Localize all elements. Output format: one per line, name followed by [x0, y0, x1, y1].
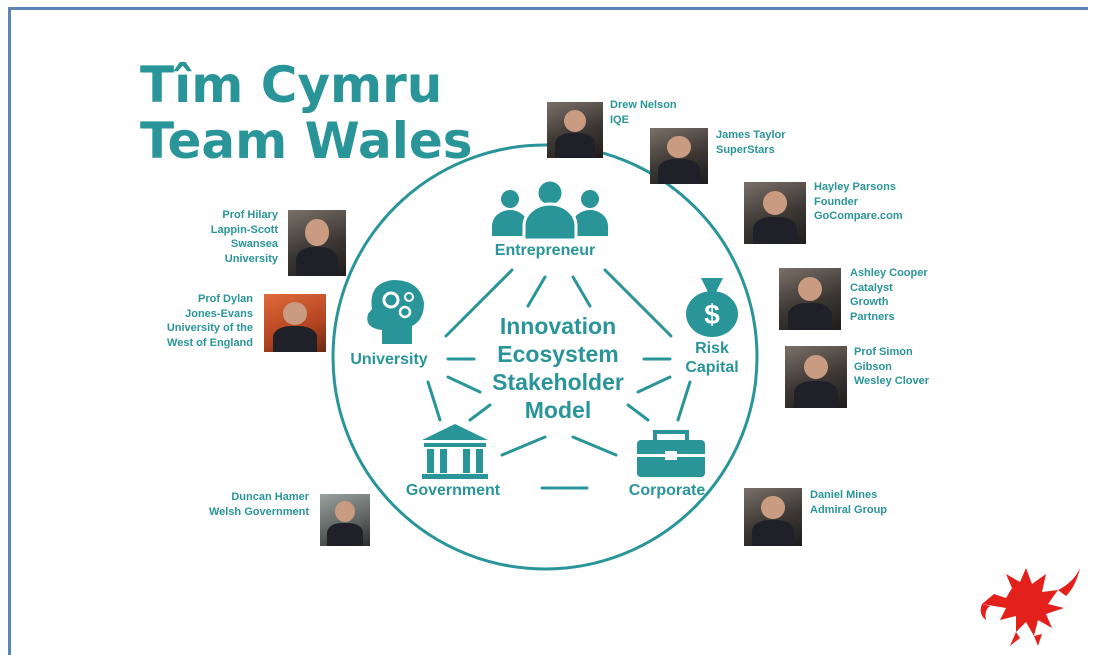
caption-ashley-cooper-line4: Partners: [850, 310, 895, 323]
title-line-welsh: Tîm Cymru: [140, 56, 443, 114]
node-label-risk-capital-line2: Capital: [685, 359, 738, 376]
head-gears-icon: [367, 280, 424, 344]
caption-ashley-cooper-line3: Growth: [850, 296, 889, 308]
center-label-line2: Ecosystem: [497, 341, 618, 367]
caption-daniel-mines-line2: Admiral Group: [810, 503, 888, 516]
photo-drew-nelson: [547, 102, 603, 158]
caption-ashley-cooper-line2: Catalyst: [850, 281, 893, 294]
node-label-corporate: Corporate: [629, 482, 706, 499]
connector-center-corporate: [626, 403, 650, 422]
caption-drew-nelson-line1: Drew Nelson: [610, 99, 677, 111]
ecosystem-circle: [331, 143, 759, 571]
caption-simon-gibson-line3: Wesley Clover: [854, 375, 930, 387]
caption-hilary-lappin-scott: Prof Hilary Lappin-Scott Swansea Univers…: [211, 208, 278, 266]
caption-duncan-hamer-line2: Welsh Government: [208, 505, 309, 518]
center-label-line3: Stakeholder: [492, 369, 624, 395]
node-label-entrepreneur: Entrepreneur: [495, 242, 595, 259]
connector-corporate-center: [571, 435, 618, 457]
node-label-government: Government: [406, 482, 501, 499]
caption-hilary-lappin-scott-line3: Swansea: [230, 238, 278, 250]
frame-border-top: [8, 7, 1088, 10]
caption-hayley-parsons-line1: Hayley Parsons: [814, 181, 896, 193]
welsh-dragon-icon: [980, 568, 1080, 646]
photo-hilary-lappin-scott: [288, 210, 346, 276]
connector-entrepreneur-risk-capital: [603, 268, 673, 338]
frame-border-left: [8, 7, 11, 655]
photo-james-taylor: [650, 128, 708, 184]
caption-james-taylor-line1: James Taylor: [716, 129, 786, 141]
caption-james-taylor: James Taylor SuperStars: [716, 128, 786, 157]
caption-drew-nelson: Drew Nelson IQE: [610, 98, 677, 127]
caption-duncan-hamer: Duncan Hamer Welsh Government: [209, 490, 309, 519]
caption-hilary-lappin-scott-line1: Prof Hilary: [222, 209, 278, 221]
caption-dylan-jones-evans-line3: University of the: [166, 322, 253, 334]
photo-simon-gibson: [785, 346, 847, 408]
caption-simon-gibson-line2: Gibson: [854, 360, 892, 373]
connector-entrepreneur-center-left: [526, 275, 547, 308]
people-group-icon: [492, 178, 608, 242]
photo-dylan-jones-evans: [264, 294, 326, 352]
caption-dylan-jones-evans-line2: Jones-Evans: [185, 307, 253, 320]
caption-dylan-jones-evans: Prof Dylan Jones-Evans University of the…: [167, 292, 253, 350]
caption-dylan-jones-evans-line1: Prof Dylan: [197, 293, 253, 305]
caption-hayley-parsons-line2: Founder: [814, 195, 858, 208]
connector-entrepreneur-university: [444, 268, 514, 338]
connector-university-government: [426, 380, 442, 422]
caption-daniel-mines-line1: Daniel Mines: [810, 489, 878, 501]
caption-hayley-parsons-line3: GoCompare.com: [814, 210, 903, 222]
caption-simon-gibson: Prof Simon Gibson Wesley Clover: [854, 345, 929, 389]
connector-university-corporate: [446, 375, 482, 394]
title-line-english: Team Wales: [140, 112, 473, 170]
photo-hayley-parsons: [744, 182, 806, 244]
photo-duncan-hamer: [320, 494, 370, 546]
photo-daniel-mines: [744, 488, 802, 546]
connector-government-center: [500, 435, 547, 457]
connector-risk-capital-corporate: [676, 380, 692, 422]
node-label-risk-capital-line1: Risk: [695, 340, 729, 357]
photo-ashley-cooper: [779, 268, 841, 330]
caption-ashley-cooper: Ashley Cooper Catalyst Growth Partners: [850, 266, 928, 324]
svg-text:$: $: [704, 299, 720, 330]
connector-risk-capital-government: [636, 375, 672, 394]
caption-simon-gibson-line1: Prof Simon: [854, 346, 913, 358]
caption-hilary-lappin-scott-line2: Lappin-Scott: [210, 223, 278, 236]
center-label-line4: Model: [525, 397, 591, 423]
caption-hilary-lappin-scott-line4: University: [224, 252, 278, 265]
connector-center-government: [468, 403, 492, 422]
caption-duncan-hamer-line1: Duncan Hamer: [231, 491, 309, 503]
caption-hayley-parsons: Hayley Parsons Founder GoCompare.com: [814, 180, 903, 224]
money-bag-icon: $: [686, 278, 738, 337]
connector-entrepreneur-center-right: [571, 275, 592, 308]
node-label-university: University: [350, 351, 427, 368]
caption-james-taylor-line2: SuperStars: [716, 143, 775, 156]
caption-dylan-jones-evans-line4: West of England: [167, 336, 253, 349]
caption-ashley-cooper-line1: Ashley Cooper: [850, 267, 928, 279]
briefcase-icon: [637, 430, 705, 477]
caption-drew-nelson-line2: IQE: [610, 113, 629, 126]
connector-lines: [426, 268, 692, 490]
center-label-line1: Innovation: [500, 313, 616, 339]
caption-daniel-mines: Daniel Mines Admiral Group: [810, 488, 887, 517]
government-building-icon: [422, 424, 488, 479]
